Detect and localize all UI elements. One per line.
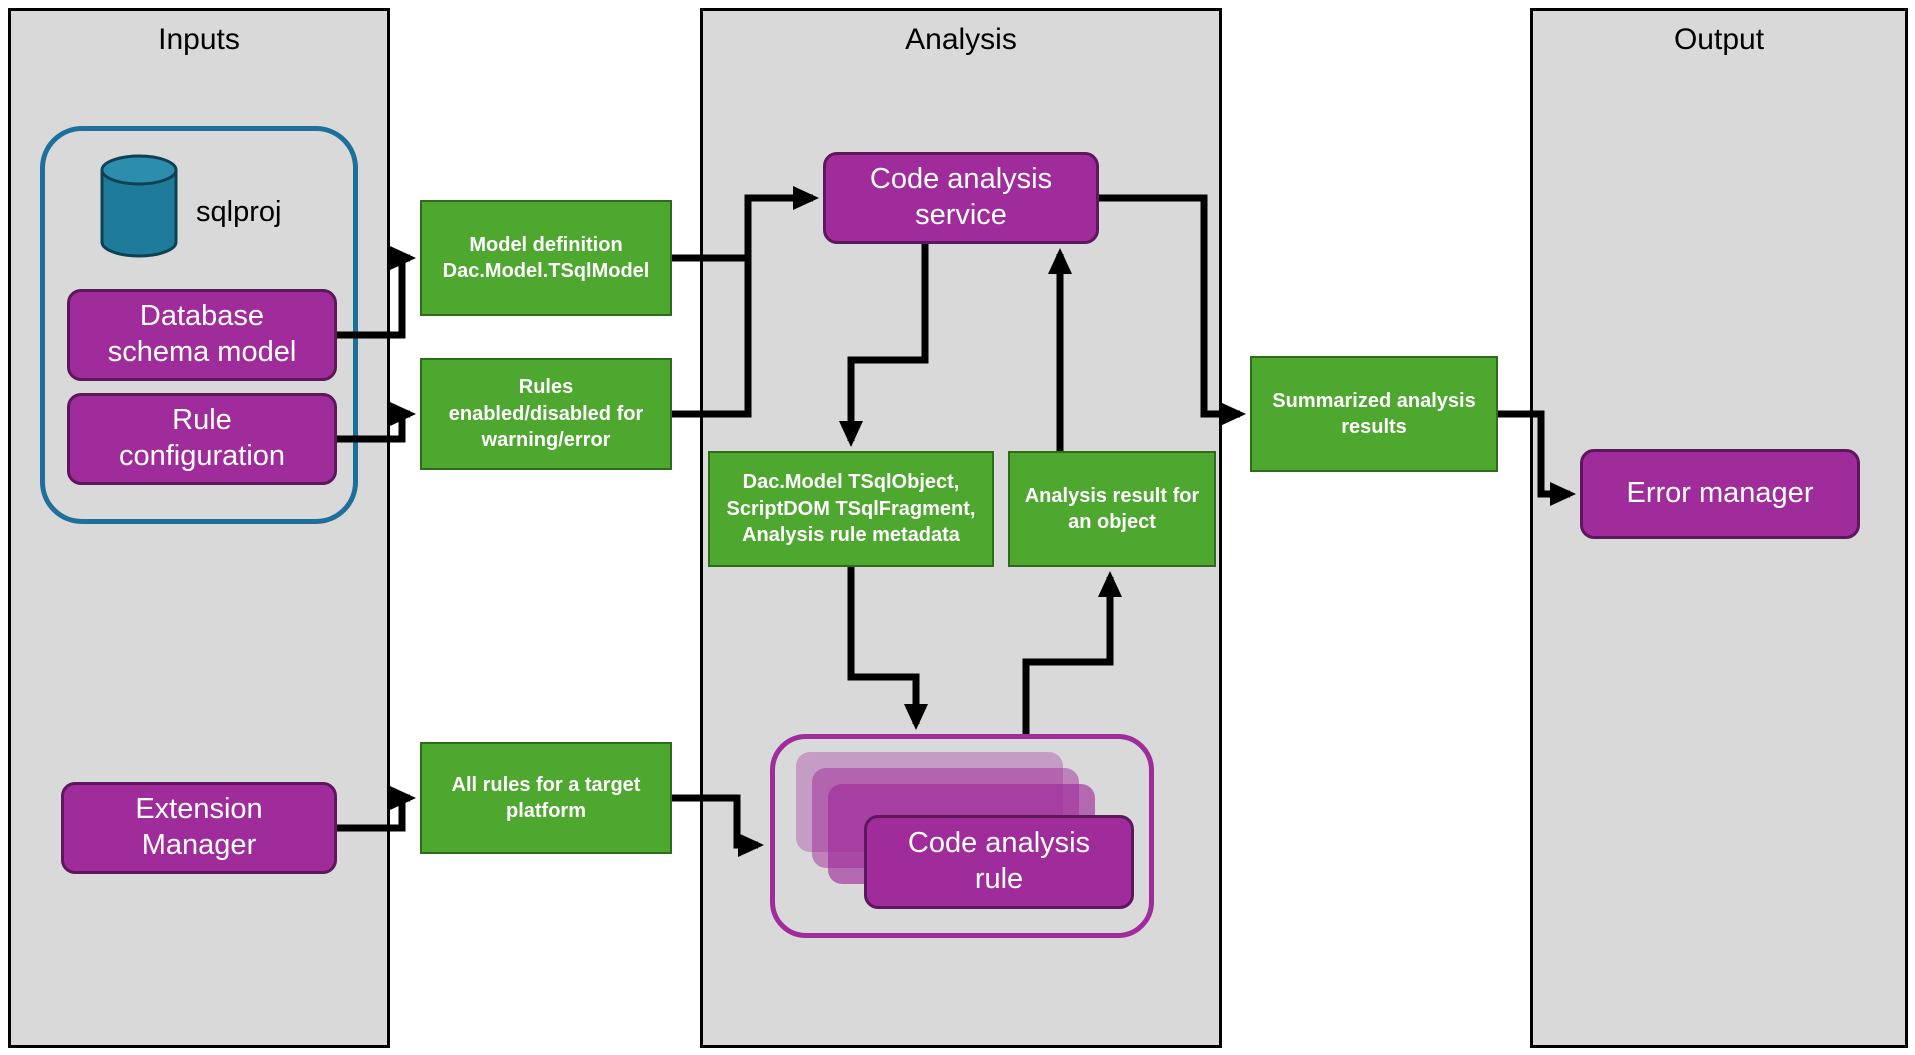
label-line: Analysis rule metadata xyxy=(742,524,960,547)
label-line: enabled/disabled for xyxy=(448,402,644,425)
node-summarized-results: Summarized analysis results xyxy=(1250,356,1498,472)
label-line: schema model xyxy=(107,336,297,368)
label-line: Rule xyxy=(172,404,232,437)
label-line: Summarized analysis xyxy=(1272,389,1476,412)
node-database-schema-model: Database schema model xyxy=(67,289,337,381)
label-line: Database xyxy=(139,300,265,333)
panel-inputs-title: Inputs xyxy=(158,23,240,56)
node-object-metadata: Dac.Model TSqlObject, ScriptDOM TSqlFrag… xyxy=(708,451,994,567)
panel-inputs: Inputs xyxy=(8,8,390,1048)
label-line: Analysis result for xyxy=(1024,484,1200,507)
sqlproj-label: sqlproj xyxy=(196,196,282,228)
node-model-definition: Model definition Dac.Model.TSqlModel xyxy=(420,200,672,316)
node-all-rules: All rules for a target platform xyxy=(420,742,672,854)
label-line: Rules xyxy=(518,376,574,399)
label-line: Extension xyxy=(135,793,263,826)
label-line: results xyxy=(1341,416,1407,438)
label-line: warning/error xyxy=(481,429,611,452)
panel-output-title: Output xyxy=(1673,23,1765,56)
label-line: an object xyxy=(1068,511,1156,533)
database-cylinder-icon xyxy=(100,154,178,258)
label-line: Dac.Model TSqlObject, xyxy=(742,471,960,494)
label-line: configuration xyxy=(118,440,286,472)
panel-analysis-title: Analysis xyxy=(905,23,1017,56)
node-code-analysis-service: Code analysis service xyxy=(823,152,1099,244)
label-line: Manager xyxy=(141,829,257,861)
label-line: service xyxy=(915,199,1007,231)
label-line: rule xyxy=(974,863,1024,895)
node-rules-enabled: Rules enabled/disabled for warning/error xyxy=(420,358,672,470)
label-line: Dac.Model.TSqlModel xyxy=(442,260,650,282)
label-line: Code analysis xyxy=(869,163,1053,196)
label-line: platform xyxy=(506,800,586,822)
label-line: All rules for a target xyxy=(451,773,641,796)
node-rule-configuration: Rule configuration xyxy=(67,393,337,485)
label-line: Model definition xyxy=(469,233,623,256)
node-extension-manager: Extension Manager xyxy=(61,782,337,874)
node-code-analysis-rule: Code analysis rule xyxy=(864,815,1134,909)
label-line: Error manager xyxy=(1626,477,1814,510)
node-analysis-result: Analysis result for an object xyxy=(1008,451,1216,567)
node-error-manager: Error manager xyxy=(1580,449,1860,539)
label-line: Code analysis xyxy=(907,827,1091,860)
label-line: ScriptDOM TSqlFragment, xyxy=(726,497,976,520)
